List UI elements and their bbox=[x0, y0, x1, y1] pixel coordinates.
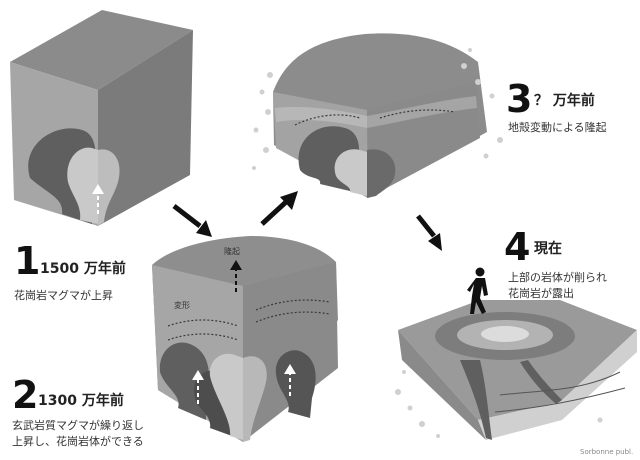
flow-arrows bbox=[172, 191, 442, 251]
walking-person-icon bbox=[467, 267, 488, 314]
uplift-label: 隆起 bbox=[224, 247, 240, 256]
stage-1-description: 花崗岩マグマが上昇 bbox=[14, 289, 113, 302]
stage-3-time: ？ 万年前 bbox=[534, 93, 595, 109]
arrow-2-to-3 bbox=[260, 200, 288, 226]
stage-4-description-line1: 上部の岩体が削られ bbox=[508, 271, 607, 284]
stage-1-time: 1500 万年前 bbox=[40, 261, 126, 277]
stage-4-description-line2: 花崗岩が露出 bbox=[508, 287, 574, 300]
arrow-1-to-2 bbox=[172, 204, 202, 228]
stage-3-description: 地殻変動による隆起 bbox=[508, 121, 607, 134]
arrow-3-to-4 bbox=[416, 214, 436, 238]
deformation-label: 変形 bbox=[174, 301, 190, 310]
stage-3-number: 3 bbox=[506, 77, 533, 121]
stage-4-number: 4 bbox=[504, 225, 531, 269]
stage-1-number: 1 bbox=[14, 239, 41, 283]
credit-text: Sorbonne publ. bbox=[580, 448, 634, 456]
block-4 bbox=[398, 300, 637, 440]
block-2 bbox=[152, 236, 338, 442]
stage-2-time: 1300 万年前 bbox=[38, 393, 124, 409]
block-1 bbox=[10, 10, 193, 226]
decorative-dots bbox=[252, 48, 603, 438]
stage-4-time: 現在 bbox=[534, 241, 562, 257]
magma-inner-1 bbox=[67, 147, 98, 224]
stage-2-description-line2: 上昇し、花崗岩体ができる bbox=[12, 435, 144, 448]
stage-2-description-line1: 玄武岩質マグマが繰り返し bbox=[12, 419, 144, 432]
stage-2-number: 2 bbox=[12, 373, 39, 417]
block-3 bbox=[273, 33, 487, 199]
